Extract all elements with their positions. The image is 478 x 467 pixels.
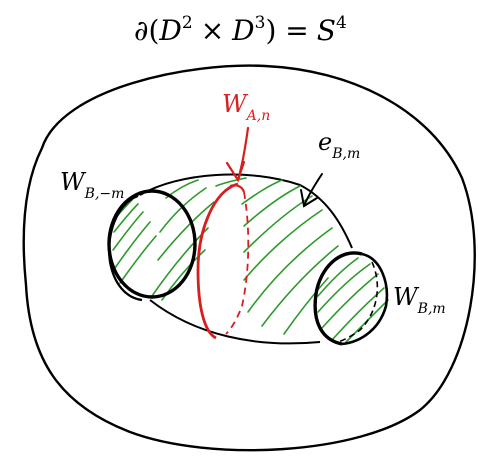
- label-w-b-minus-m-sub: B,−m: [84, 186, 125, 202]
- black-arrow: [300, 173, 323, 208]
- red-loop-top: [229, 184, 246, 193]
- red-loop-hidden: [225, 191, 250, 335]
- title-d3-exp: 3: [255, 13, 266, 33]
- left-disk-back-edge: [108, 194, 143, 302]
- right-disk-front-edge: [313, 251, 363, 346]
- red-arrow: [225, 126, 250, 183]
- label-w-b-m-sub: B,m: [417, 301, 446, 317]
- title-d2-base: D: [158, 14, 181, 47]
- title-s-exp: 4: [336, 13, 347, 33]
- title-d3-base: D: [231, 14, 254, 47]
- label-w-b-minus-m: WB,−m: [60, 168, 124, 202]
- title-d2-exp: 2: [182, 13, 193, 33]
- label-w-a-n-sub: A,n: [245, 108, 271, 124]
- right-disk-back-edge: [341, 252, 389, 346]
- cylinder-bottom-edge: [149, 299, 321, 345]
- cylinder-top-edge: [139, 173, 353, 249]
- title: ∂(D2×D3) =S4: [134, 13, 347, 47]
- right-disk-hidden-edge: [337, 261, 379, 343]
- title-times: ×: [201, 14, 224, 47]
- title-close-eq: ) =: [265, 14, 308, 47]
- title-s-base: S: [317, 14, 336, 47]
- label-e-b-m: eB,m: [318, 128, 360, 162]
- label-e-b-m-sub: B,m: [331, 146, 360, 162]
- red-loop-front: [196, 182, 239, 340]
- title-open: (: [148, 14, 159, 47]
- label-w-a-n: WA,n: [222, 90, 270, 124]
- outer-boundary: [22, 64, 476, 452]
- title-partial: ∂: [134, 14, 148, 47]
- label-w-b-m: WB,m: [393, 283, 446, 317]
- hatching: [112, 177, 389, 343]
